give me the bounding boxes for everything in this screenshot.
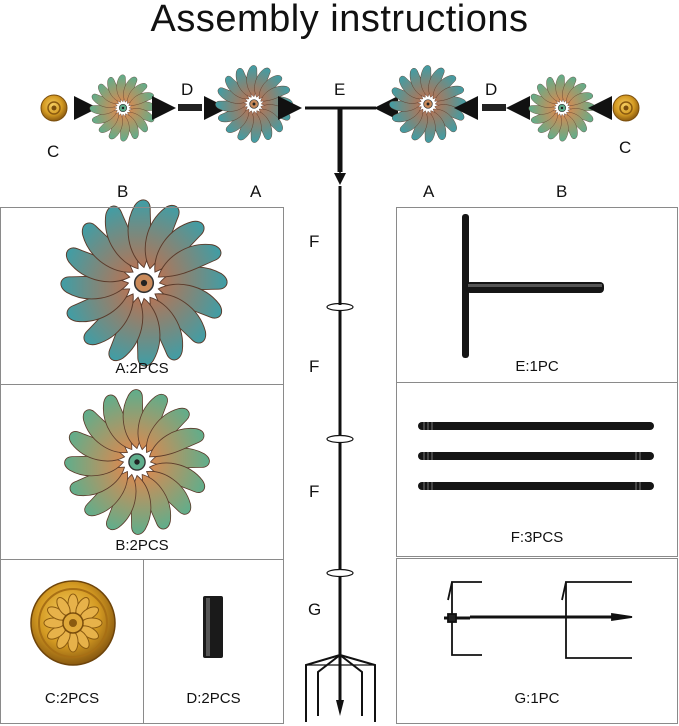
pole-assembly-icon (305, 186, 376, 722)
caption-part-c: C:2PCS (44, 690, 100, 707)
cap-c-part-icon (30, 580, 116, 666)
pinwheel-b-part-icon (63, 388, 211, 536)
label-a-right: A (423, 182, 435, 201)
label-d-right: D (485, 80, 498, 99)
label-d-left: D (181, 80, 194, 99)
pinwheel-b-left-icon (89, 74, 157, 142)
label-f-3: F (309, 482, 320, 501)
pinwheel-a-left-icon (215, 65, 293, 143)
label-a-left: A (250, 182, 262, 201)
part-box-f (396, 382, 678, 557)
caption-part-f: F:3PCS (510, 529, 564, 546)
connector-d-right-icon (482, 104, 506, 111)
pinwheel-b-right-icon (528, 74, 596, 142)
label-c-right: C (619, 138, 632, 157)
part-box-b (0, 384, 284, 560)
part-box-g (396, 558, 678, 724)
caption-part-g: G:1PC (514, 690, 560, 707)
poles-f-part-icon (418, 422, 654, 490)
connector-d-left-icon (178, 104, 202, 111)
label-g: G (308, 600, 322, 619)
cap-c-right-icon (612, 94, 640, 122)
pinwheel-a-part-icon (60, 199, 228, 367)
label-f-2: F (309, 357, 320, 376)
t-bar-e-icon (305, 106, 376, 185)
caption-part-a: A:2PCS (115, 360, 169, 377)
stake-g-part-icon (444, 581, 633, 659)
page-title: Assembly instructions (150, 0, 529, 40)
label-e: E (334, 80, 346, 99)
label-f-1: F (309, 232, 320, 251)
caption-part-e: E:1PC (515, 358, 559, 375)
caption-part-b: B:2PCS (115, 537, 169, 554)
part-box-d (143, 559, 284, 724)
cap-c-left-icon (40, 94, 68, 122)
caption-part-d: D:2PCS (186, 690, 241, 707)
pinwheel-a-right-icon (389, 65, 467, 143)
part-box-e (396, 207, 678, 383)
t-bar-e-part-icon (462, 214, 604, 358)
part-box-a (0, 207, 284, 385)
label-b-right: B (556, 182, 568, 201)
label-b-left: B (117, 182, 129, 201)
label-c-left: C (47, 142, 60, 161)
